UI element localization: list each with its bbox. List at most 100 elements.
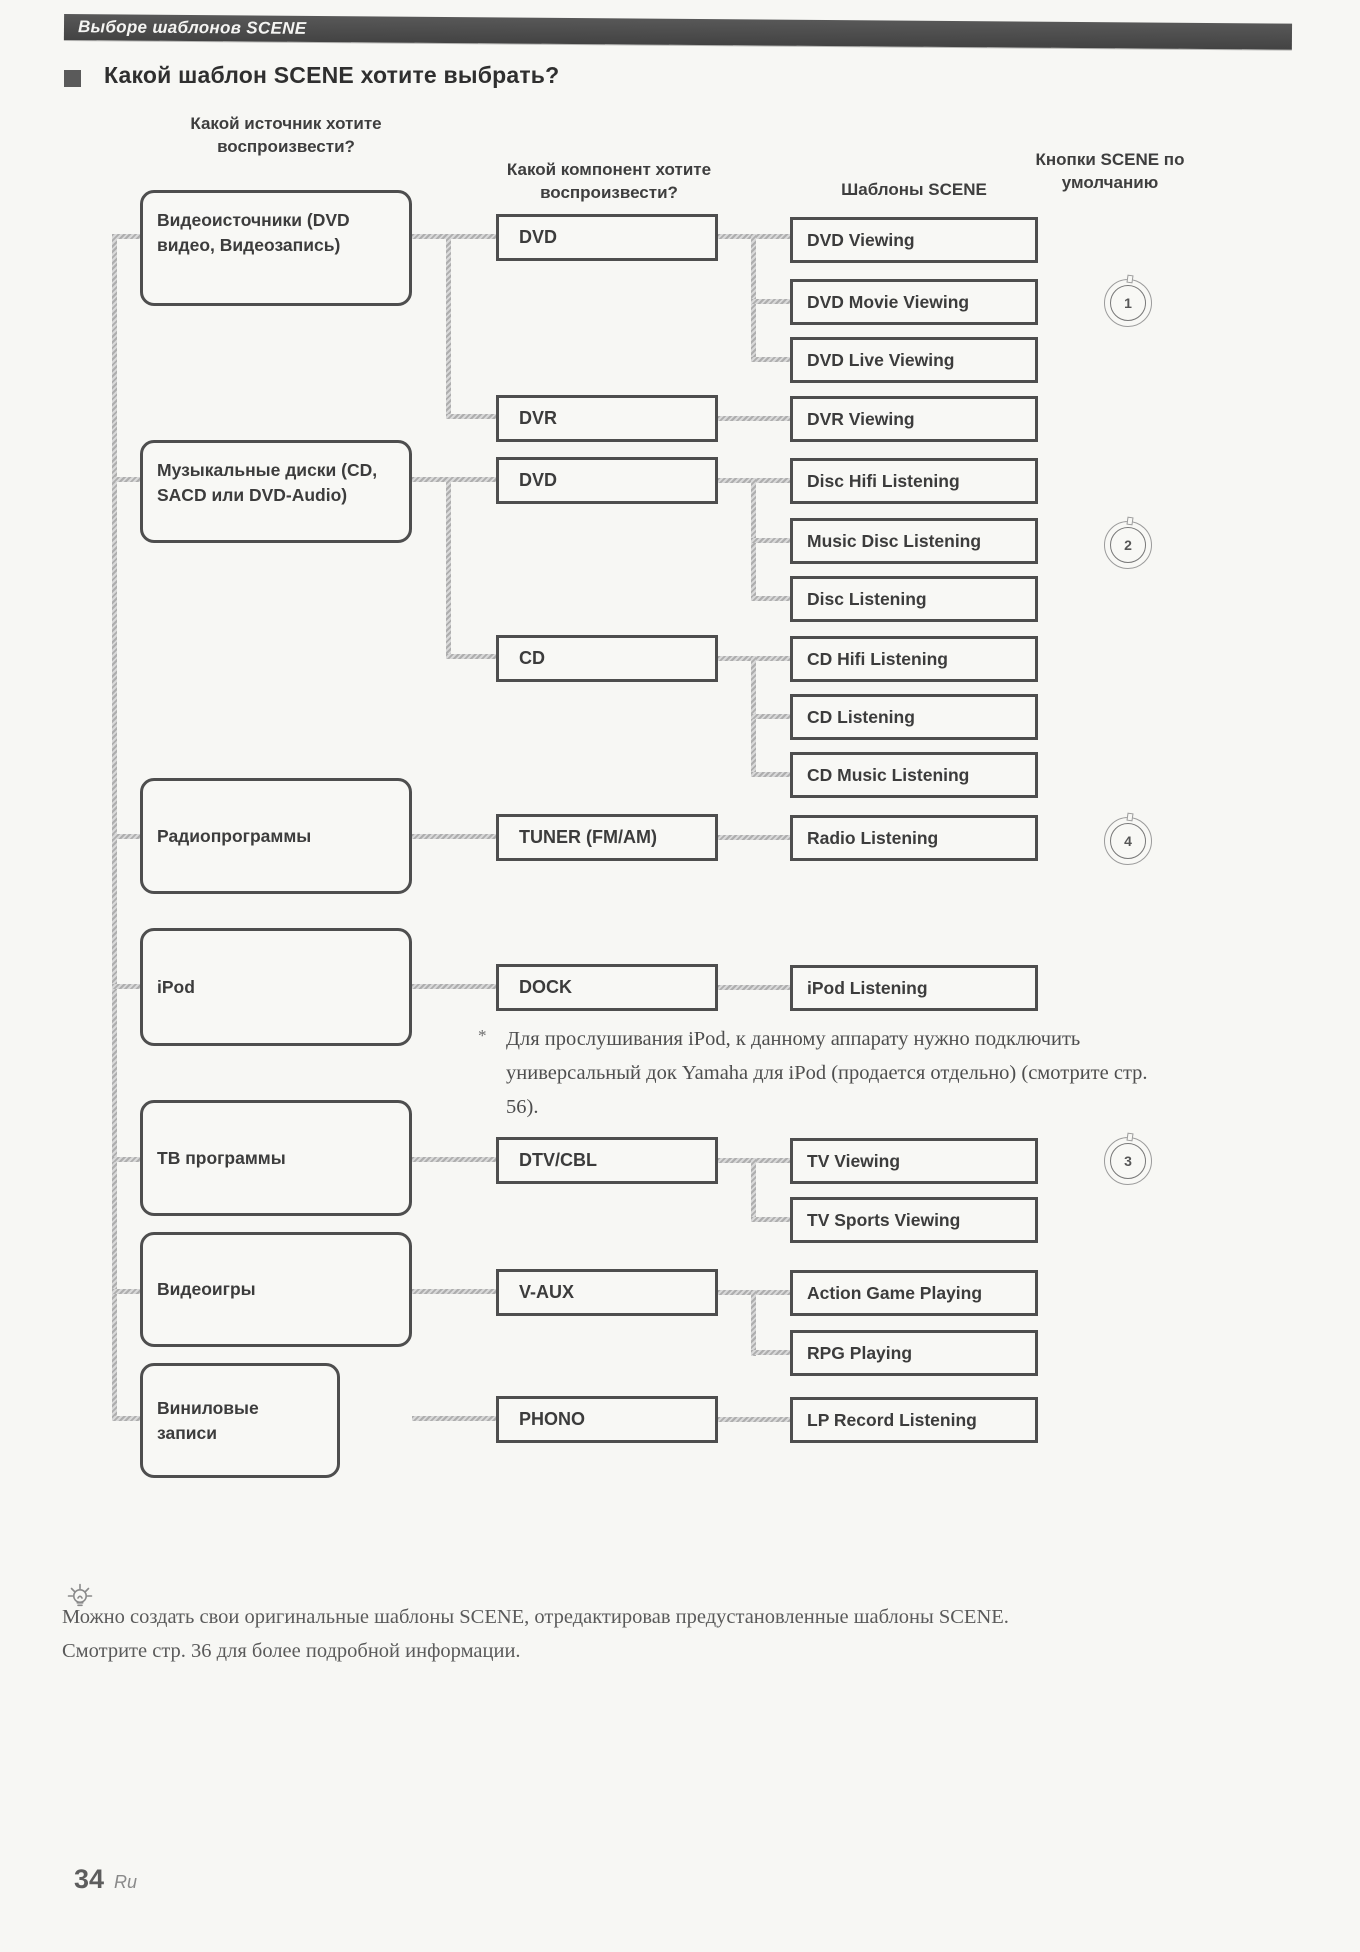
component-box-label: V-AUX (519, 1282, 575, 1302)
source-box-label: Видеоигры (157, 1279, 256, 1299)
template-box-label: Radio Listening (807, 827, 939, 848)
scene-button-3: 3 (1104, 1132, 1152, 1185)
component-box-label: CD (519, 648, 545, 668)
component-box-dvd-1: DVD (496, 214, 718, 261)
button-notch-icon (1126, 812, 1134, 822)
connector-line (112, 984, 142, 989)
template-box-disc-listening: Disc Listening (790, 576, 1038, 622)
connector-line (751, 772, 790, 777)
template-box-label: LP Record Listening (807, 1409, 977, 1430)
connector-line (751, 1350, 790, 1355)
source-box-label: iPod (157, 976, 195, 997)
ipod-footnote: Для прослушивания iPod, к данному аппара… (506, 1028, 1148, 1118)
footnote-asterisk: * (478, 1026, 487, 1045)
component-box-label: DOCK (519, 977, 572, 997)
template-box-label: iPod Listening (807, 977, 928, 998)
source-box-music-discs: Музыкальные диски (CD, SACD или DVD-Audi… (140, 440, 412, 543)
scene-button-number: 1 (1110, 285, 1146, 321)
connector-line (751, 299, 790, 304)
template-box-label: Music Disc Listening (807, 530, 982, 551)
template-box-lp-record-listening: LP Record Listening (790, 1397, 1038, 1443)
connector-line (112, 477, 142, 482)
tip-lightbulb-icon (64, 1578, 96, 1617)
template-box-label: DVD Viewing (807, 229, 915, 250)
source-box-tv: ТВ программы (140, 1100, 412, 1216)
source-box-vinyl: Виниловые записи (140, 1363, 340, 1478)
template-box-label: DVR Viewing (807, 408, 915, 429)
template-box-dvr-viewing: DVR Viewing (790, 396, 1038, 442)
component-box-dock: DOCK (496, 964, 718, 1011)
page-footer: 34 Ru (74, 1864, 137, 1895)
template-box-label: CD Music Listening (807, 764, 970, 785)
connector-line (751, 596, 790, 601)
template-box-label: Disc Listening (807, 588, 927, 609)
template-box-dvd-live-viewing: DVD Live Viewing (790, 337, 1038, 383)
component-box-dtv-cbl: DTV/CBL (496, 1137, 718, 1184)
column-header-component: Какой компонент хотите воспроизвести? (506, 160, 712, 202)
template-box-disc-hifi-listening: Disc Hifi Listening (790, 458, 1038, 504)
scene-button-number: 3 (1110, 1143, 1146, 1179)
connector-line (751, 234, 756, 362)
template-box-ipod-listening: iPod Listening (790, 965, 1038, 1011)
connector-line (112, 1157, 142, 1162)
connector-line (751, 357, 790, 362)
template-box-label: TV Viewing (807, 1150, 901, 1171)
component-box-tuner: TUNER (FM/AM) (496, 814, 718, 861)
component-box-cd: CD (496, 635, 718, 682)
connector-line (446, 414, 496, 419)
section-marker-icon (64, 70, 81, 87)
source-box-ipod: iPod (140, 928, 412, 1046)
template-box-label: RPG Playing (807, 1342, 913, 1363)
source-box-video-sources: Видеоисточники (DVD видео, Видеозапись) (140, 190, 412, 306)
source-box-label: Видеоисточники (DVD видео, Видеозапись) (157, 210, 350, 255)
template-box-label: CD Listening (807, 706, 915, 727)
column-header-templates: Шаблоны SCENE (841, 180, 987, 199)
template-box-label: Disc Hifi Listening (807, 470, 960, 491)
template-box-label: DVD Movie Viewing (807, 291, 970, 312)
scene-button-number: 2 (1110, 527, 1146, 563)
connector-line (412, 1289, 496, 1294)
component-box-label: DVD (519, 470, 558, 490)
connector-line (412, 1157, 496, 1162)
connector-line (112, 1416, 142, 1421)
page-number: 34 (74, 1864, 105, 1894)
connector-line (412, 984, 496, 989)
template-box-label: Action Game Playing (807, 1282, 983, 1303)
connector-line (446, 234, 451, 419)
connector-line (751, 538, 790, 543)
template-box-action-game-playing: Action Game Playing (790, 1270, 1038, 1316)
connector-line (718, 835, 790, 840)
component-box-label: PHONO (519, 1409, 586, 1429)
section-title: Какой шаблон SCENE хотите выбрать? (104, 62, 560, 88)
component-box-dvd-2: DVD (496, 457, 718, 504)
source-box-label: Виниловые записи (157, 1397, 259, 1443)
connector-line (412, 834, 496, 839)
source-box-radio: Радиопрограммы (140, 778, 412, 894)
scene-button-number: 4 (1110, 823, 1146, 859)
connector-line (446, 477, 451, 659)
connector-line (112, 1289, 142, 1294)
component-box-dvr: DVR (496, 395, 718, 442)
component-box-label: TUNER (FM/AM) (519, 827, 657, 847)
template-box-cd-listening: CD Listening (790, 694, 1038, 740)
source-box-label: ТВ программы (157, 1147, 286, 1168)
connector-line (112, 234, 142, 239)
tip-text-line: Можно создать свои оригинальные шаблоны … (62, 1606, 1009, 1628)
connector-line (112, 234, 117, 1421)
template-box-rpg-playing: RPG Playing (790, 1330, 1038, 1376)
button-notch-icon (1126, 516, 1134, 526)
column-header-buttons: Кнопки SCENE по умолчанию (1035, 150, 1185, 192)
connector-line (412, 477, 496, 482)
component-box-label: DVR (519, 408, 558, 428)
source-box-label: Музыкальные диски (CD, SACD или DVD-Audi… (157, 460, 378, 505)
template-box-dvd-movie-viewing: DVD Movie Viewing (790, 279, 1038, 325)
template-box-tv-sports-viewing: TV Sports Viewing (790, 1197, 1038, 1243)
column-header-source: Какой источник хотите воспроизвести? (190, 114, 382, 156)
button-notch-icon (1126, 274, 1134, 284)
connector-line (751, 1217, 790, 1222)
template-box-tv-viewing: TV Viewing (790, 1138, 1038, 1184)
connector-line (751, 714, 790, 719)
source-box-label: Радиопрограммы (157, 825, 312, 846)
template-box-dvd-viewing: DVD Viewing (790, 217, 1038, 263)
